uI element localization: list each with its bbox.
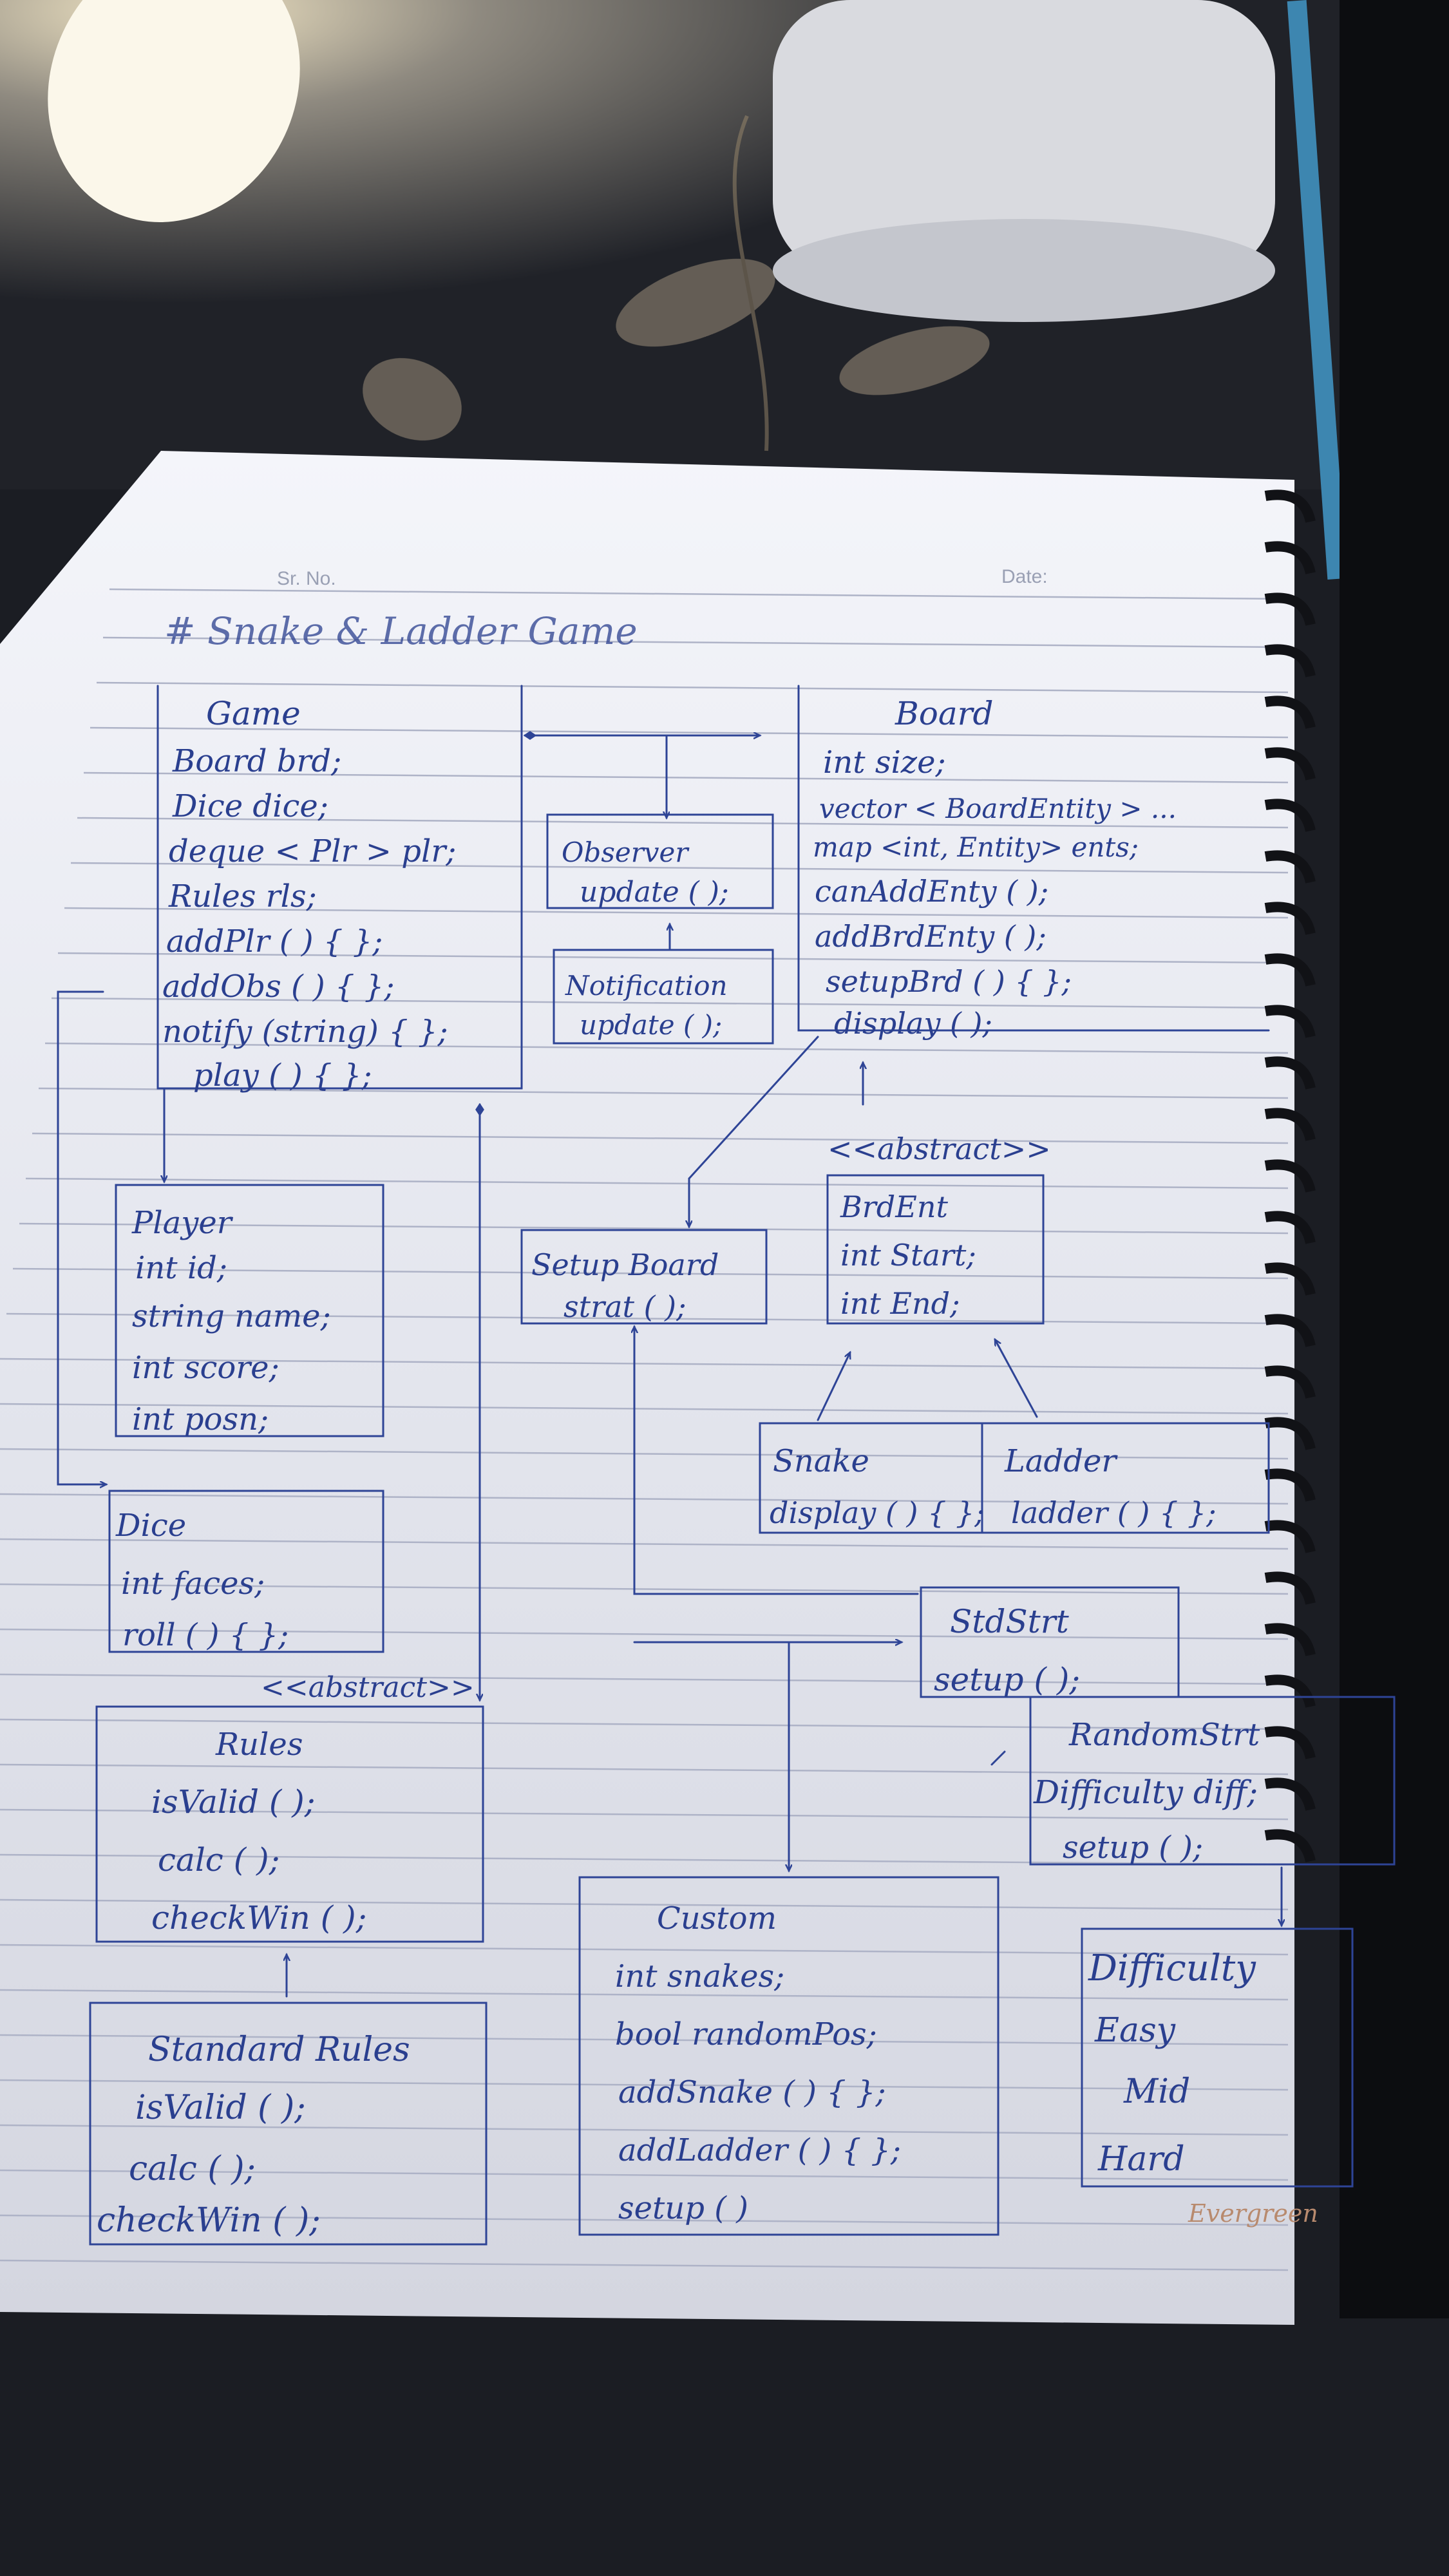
brdent-member: int End; xyxy=(840,1286,960,1321)
ladder-class-name: Ladder xyxy=(1004,1443,1118,1479)
rules-member: calc ( ); xyxy=(158,1841,279,1879)
board-class-name: Board xyxy=(895,695,994,732)
observer-member: update ( ); xyxy=(580,876,729,909)
stdstrt-member: setup ( ); xyxy=(934,1661,1080,1698)
desk-lamp-bulb xyxy=(48,0,300,222)
game-class-name: Game xyxy=(206,695,301,732)
player-class-name: Player xyxy=(131,1205,234,1241)
randomstrt-class-box xyxy=(1029,1696,1396,1866)
randomstrt-member: Difficulty diff; xyxy=(1033,1774,1258,1811)
standard-rules-member: calc ( ); xyxy=(129,2150,256,2188)
board-class-box xyxy=(797,685,1270,1032)
observer-class-box xyxy=(546,813,774,909)
rules-class-name: Rules xyxy=(215,1727,303,1763)
randomstrt-class-name: RandomStrt xyxy=(1068,1717,1260,1753)
dice-class-name: Dice xyxy=(115,1508,186,1544)
snake-member: display ( ) { }; xyxy=(770,1495,985,1530)
game-member: addPlr ( ) { }; xyxy=(166,923,383,960)
ladder-class-box xyxy=(981,1422,1270,1534)
board-member: setupBrd ( ) { }; xyxy=(826,964,1072,999)
stdstrt-class-name: StdStrt xyxy=(950,1603,1070,1640)
player-member: int score; xyxy=(132,1350,279,1386)
board-member: map <int, Entity> ents; xyxy=(813,831,1139,863)
board-member: addBrdEnty ( ); xyxy=(815,919,1046,954)
rules-class-box xyxy=(95,1705,484,1943)
relationship-arrows xyxy=(57,735,1282,1998)
difficulty-value: Hard xyxy=(1097,2140,1185,2179)
randomstrt-member: setup ( ); xyxy=(1063,1830,1203,1866)
custom-member: addLadder ( ) { }; xyxy=(618,2132,901,2168)
custom-member: addSnake ( ) { }; xyxy=(618,2074,886,2110)
dice-class-box xyxy=(108,1490,384,1653)
standard-rules-member: checkWin ( ); xyxy=(97,2201,321,2240)
standard-rules-class-box xyxy=(89,2002,488,2246)
custom-class-box xyxy=(578,1876,999,2236)
game-member: notify (string) { }; xyxy=(162,1014,448,1050)
ladder-member: ladder ( ) { }; xyxy=(1011,1495,1217,1530)
setup-board-class-name: Setup Board xyxy=(531,1247,719,1282)
setup-board-member: strat ( ); xyxy=(564,1289,687,1324)
dice-member: int faces; xyxy=(121,1566,265,1602)
game-member: deque < Plr > plr; xyxy=(169,833,456,869)
setup-board-class-box xyxy=(520,1229,768,1325)
game-member: play ( ) { }; xyxy=(193,1057,372,1094)
dice-member: roll ( ) { }; xyxy=(122,1617,289,1653)
brdent-class-box xyxy=(826,1174,1045,1325)
notebook-brand: Evergreen xyxy=(1188,2199,1318,2228)
standard-rules-class-name: Standard Rules xyxy=(148,2031,410,2069)
sr-no-label: Sr. No. xyxy=(277,568,336,589)
spiral-binding xyxy=(1264,489,1316,1862)
game-member: Board brd; xyxy=(172,743,341,779)
player-class-box xyxy=(115,1184,384,1437)
difficulty-class-name: Difficulty xyxy=(1088,1947,1256,1989)
custom-member: int snakes; xyxy=(615,1958,784,1994)
player-member: int id; xyxy=(135,1250,227,1286)
difficulty-class-box xyxy=(1081,1927,1354,2188)
difficulty-value: Mid xyxy=(1123,2072,1190,2111)
page-title: # Snake & Ladder Game xyxy=(164,609,638,653)
board-member: canAddEnty ( ); xyxy=(815,874,1048,909)
observer-class-name: Observer xyxy=(562,837,690,868)
player-member: int posn; xyxy=(132,1401,269,1437)
board-member: display ( ); xyxy=(834,1006,992,1041)
custom-class-name: Custom xyxy=(657,1900,777,1937)
board-member: vector < BoardEntity > ... xyxy=(819,793,1177,824)
game-member: addObs ( ) { }; xyxy=(162,969,395,1005)
player-member: string name; xyxy=(132,1298,331,1334)
board-class: Board int size; vector < BoardEntity > .… xyxy=(813,695,1177,1041)
ruled-lines xyxy=(0,636,1289,2271)
brdent-stereotype: <<abstract>> xyxy=(828,1132,1051,1166)
game-class: Game Board brd; Dice dice; deque < Plr >… xyxy=(162,695,456,1094)
standard-rules-member: isValid ( ); xyxy=(135,2088,306,2127)
dark-object xyxy=(1340,0,1449,2318)
brdent-class-name: BrdEnt xyxy=(840,1189,948,1224)
custom-member: setup ( ) xyxy=(618,2190,748,2226)
notification-member: update ( ); xyxy=(580,1009,722,1041)
rules-member: checkWin ( ); xyxy=(151,1899,366,1937)
rules-member: isValid ( ); xyxy=(151,1783,316,1821)
brdent-member: int Start; xyxy=(840,1238,976,1273)
notification-class-name: Notification xyxy=(565,970,728,1001)
game-member: Rules rls; xyxy=(168,878,317,914)
blue-pen xyxy=(1287,0,1347,580)
uml-boxes xyxy=(89,685,1396,2246)
custom-member: bool randomPos; xyxy=(615,2016,877,2052)
notification-class-box xyxy=(553,949,774,1045)
snake-class-name: Snake xyxy=(773,1443,869,1479)
difficulty-value: Easy xyxy=(1094,2011,1176,2050)
game-member: Dice dice; xyxy=(172,788,328,824)
game-class-box xyxy=(156,685,523,1090)
notebook-page xyxy=(0,451,1294,2325)
board-member: int size; xyxy=(823,744,946,781)
rules-stereotype: <<abstract>> xyxy=(261,1671,475,1704)
leaf-pattern xyxy=(363,115,990,451)
lamp-base xyxy=(773,0,1275,322)
date-label: Date: xyxy=(1001,566,1048,587)
